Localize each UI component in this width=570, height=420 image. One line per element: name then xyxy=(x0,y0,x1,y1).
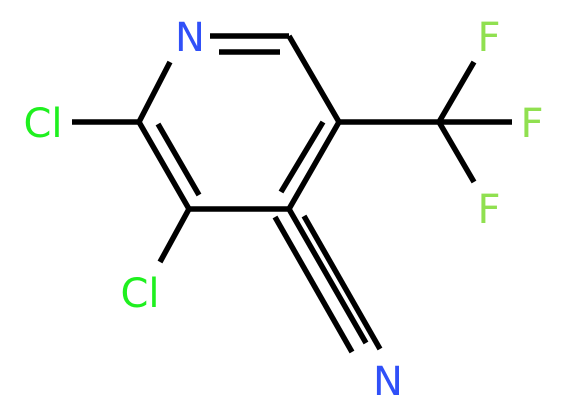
atom-label-n-ring: N xyxy=(175,15,205,61)
pyridine-ring xyxy=(136,33,342,212)
bond-c3-cl xyxy=(157,207,192,264)
atom-label-f-right: F xyxy=(520,101,543,147)
bond-c2-c3-inner xyxy=(155,122,202,197)
bond-c4-cn xyxy=(286,207,369,345)
atom-label-cl-2: Cl xyxy=(23,101,62,147)
atom-label-cl-3: Cl xyxy=(120,271,159,317)
atom-label-n-nitrile: N xyxy=(373,359,403,405)
bond-cf3-f-top xyxy=(436,60,477,124)
bond-c4-c5 xyxy=(286,120,342,211)
bond-cf3-f-bottom xyxy=(436,120,477,184)
bond-c4-c5-inner xyxy=(278,120,326,194)
bond-c5-c6 xyxy=(286,34,342,124)
bond-c4-cn-b xyxy=(272,215,355,354)
atom-label-f-top: F xyxy=(477,15,500,61)
bond-c2-c3 xyxy=(136,120,192,211)
bond-c4-cn-a xyxy=(301,214,383,351)
atom-label-f-bottom: F xyxy=(477,187,500,233)
substituent-bonds xyxy=(72,60,512,354)
atom-labels: N Cl Cl N F F F xyxy=(23,15,543,405)
bond-n1-c2 xyxy=(136,60,173,124)
